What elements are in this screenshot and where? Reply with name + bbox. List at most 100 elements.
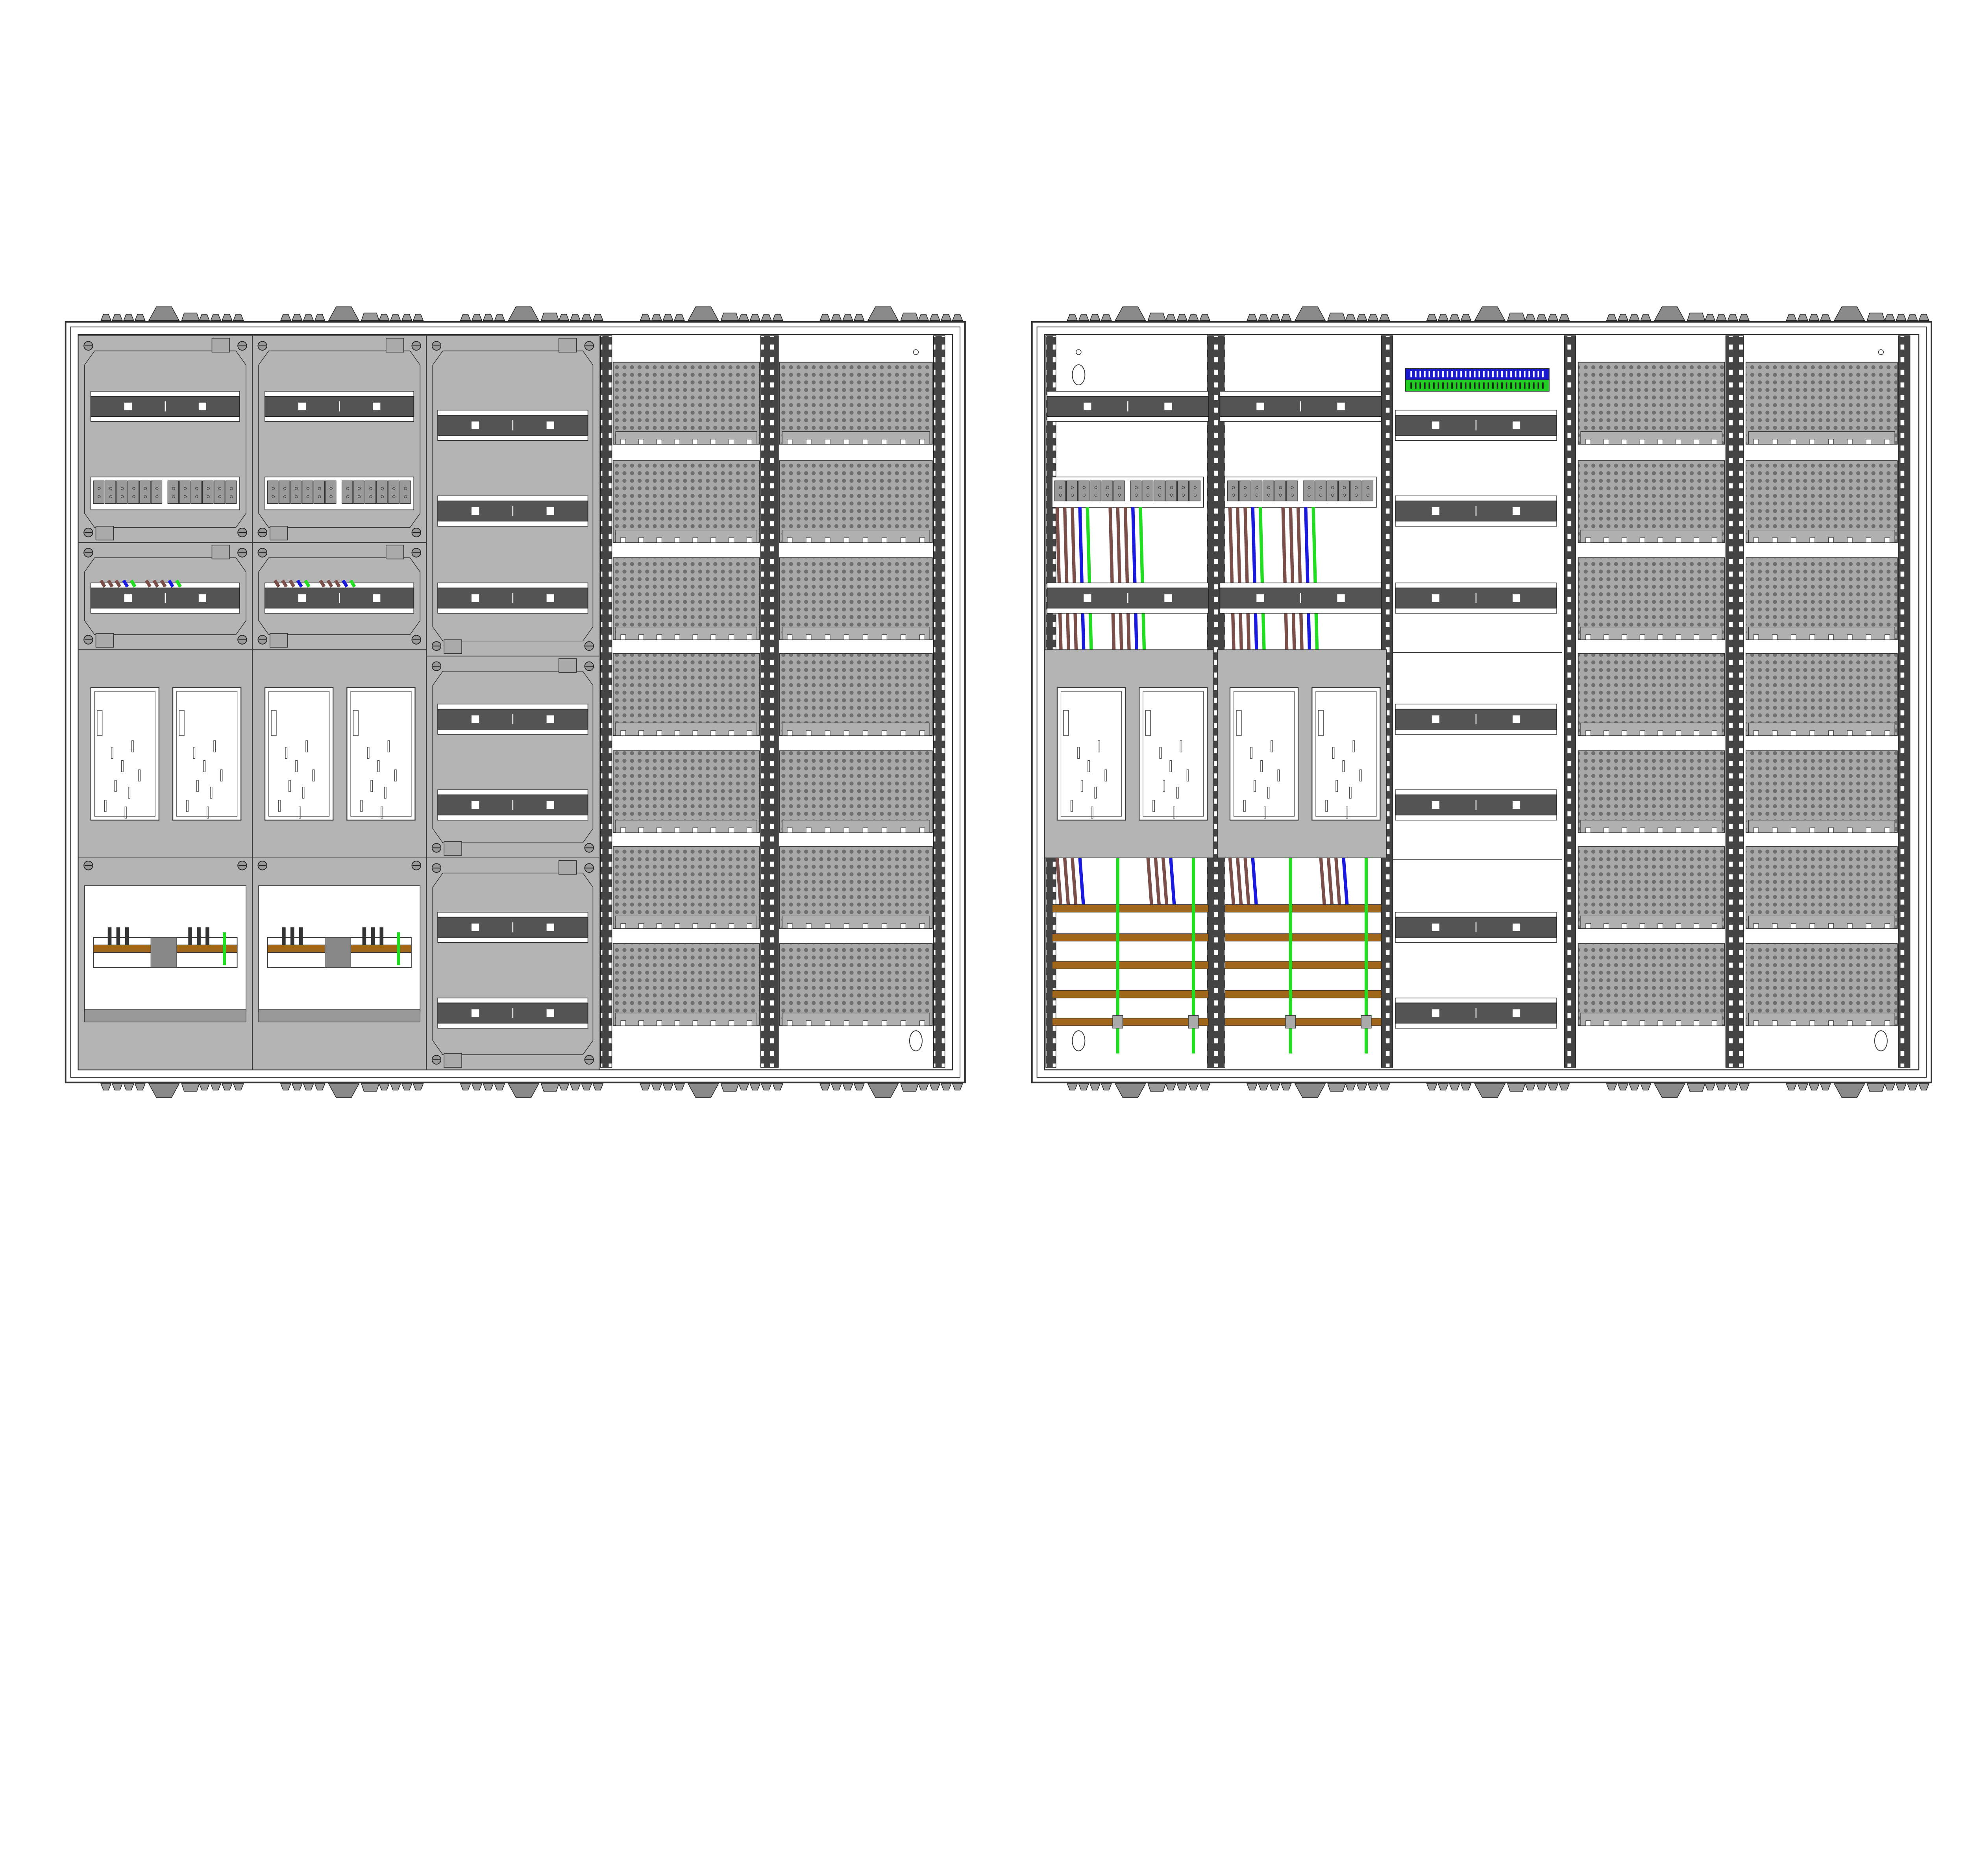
busbar-tap (107, 927, 112, 945)
terminal (364, 481, 376, 504)
din-rail-slot (1432, 1009, 1440, 1017)
small-cable-gland (483, 1083, 494, 1090)
small-cable-gland (390, 314, 401, 321)
large-cable-gland (1114, 306, 1146, 321)
enclosure-frame-inner-edge (70, 326, 961, 1078)
din-rail-lip (1395, 815, 1557, 821)
plate-mounting-tab (657, 439, 662, 445)
plate-mounting-tab (787, 439, 793, 445)
small-cable-gland (1379, 314, 1390, 321)
plate-mounting-tab (1884, 439, 1890, 445)
plate-flange (1580, 627, 1722, 640)
small-cable-gland (1379, 1083, 1390, 1090)
terminal-slot (1451, 382, 1453, 389)
vertical-mounting-rail (1898, 335, 1911, 1068)
large-cable-gland (1833, 306, 1865, 321)
din-rail-lip (1395, 582, 1557, 588)
plate-mounting-tab (1711, 923, 1717, 929)
terminal-slot (1510, 382, 1512, 389)
terminal-screw (1331, 493, 1334, 497)
plate-mounting-tab (692, 634, 698, 640)
cover-plate (78, 335, 253, 543)
wire-brown (1228, 858, 1236, 909)
terminal-screw (218, 487, 222, 490)
terminal (1142, 481, 1154, 501)
terminal-screw (207, 495, 210, 498)
wire-brown (1123, 507, 1131, 650)
wire-brown (1063, 507, 1070, 650)
plate-mounting-tab (1711, 730, 1717, 736)
din-rail-lip (437, 789, 588, 795)
busbar (1052, 961, 1209, 969)
plate-mounting-tab (746, 439, 752, 445)
plate-mounting-tab (806, 634, 812, 640)
large-cable-gland (1114, 1083, 1146, 1098)
din-rail-lip (1219, 582, 1382, 588)
plate-mounting-tab (825, 827, 830, 833)
perforated-mounting-plate (1578, 846, 1725, 929)
meter-slot (1250, 747, 1253, 759)
wire-brown (1334, 858, 1342, 909)
plate-mounting-tab (787, 537, 793, 543)
plate-mounting-tab (843, 537, 849, 543)
terminal-block (1224, 477, 1377, 508)
din-rail-slot (1512, 421, 1520, 429)
terminal-slot (1537, 382, 1539, 389)
small-cable-gland (1089, 1083, 1101, 1090)
perforated-plate (1745, 750, 1898, 833)
wire-brown (1055, 858, 1063, 909)
wire-brown (1319, 858, 1326, 909)
plate-mounting-tab (657, 730, 662, 736)
wire-brown (115, 579, 122, 588)
compartment-base (258, 1009, 420, 1022)
din-rail-slot (546, 923, 554, 931)
wire-blue (1131, 507, 1138, 650)
wire-brown (1071, 858, 1078, 909)
pe-terminal-bar (1405, 379, 1550, 392)
plate-mounting-tab (1639, 634, 1645, 640)
terminal (179, 481, 191, 504)
meter-mounting-window (1229, 687, 1299, 821)
terminal-screw (207, 487, 210, 490)
small-cable-gland (1536, 314, 1547, 321)
wire-blue (1078, 507, 1086, 650)
terminal (1130, 481, 1142, 501)
terminal-screw (346, 495, 349, 498)
small-cable-gland (1078, 314, 1089, 321)
din-rail-lip (1395, 410, 1557, 416)
small-cable-gland (929, 314, 941, 321)
meter-slot (305, 740, 308, 752)
wire-brown (1243, 507, 1251, 650)
medium-cable-gland (540, 312, 559, 321)
perforated-mounting-plate (1745, 362, 1898, 445)
perforated-mounting-plate (612, 846, 760, 929)
wire-green (1258, 507, 1266, 650)
terminal-slot (1419, 382, 1421, 389)
meter-slot (298, 806, 301, 819)
din-rail-lip (437, 937, 588, 943)
cable-gland-group (280, 1083, 424, 1098)
small-cable-gland (640, 1083, 651, 1090)
terminal-screw (404, 487, 407, 490)
plate-mounting-tab (657, 923, 662, 929)
small-cable-gland (1356, 1083, 1367, 1090)
plate-mounting-tab (1884, 923, 1890, 929)
din-rail-lip (437, 608, 588, 614)
din-rail (437, 410, 588, 441)
terminal-slot (1424, 371, 1426, 377)
medium-cable-gland (540, 1083, 559, 1092)
din-rail-lip (1047, 416, 1209, 422)
plate-mounting-tab (862, 1020, 868, 1026)
din-rail-slot (1432, 507, 1440, 515)
cover-plate (426, 656, 600, 858)
din-rail (1219, 391, 1382, 422)
plate-mounting-tab (710, 1020, 716, 1026)
wire-brown (1154, 858, 1161, 909)
meter-slot (381, 806, 383, 819)
terminal-screw (357, 487, 361, 490)
meter-slot (193, 747, 196, 759)
plate-mounting-tab (1847, 439, 1853, 445)
din-rail-lip (1219, 416, 1382, 422)
large-cable-gland (148, 1083, 180, 1098)
plate-mounting-tab (1657, 827, 1663, 833)
